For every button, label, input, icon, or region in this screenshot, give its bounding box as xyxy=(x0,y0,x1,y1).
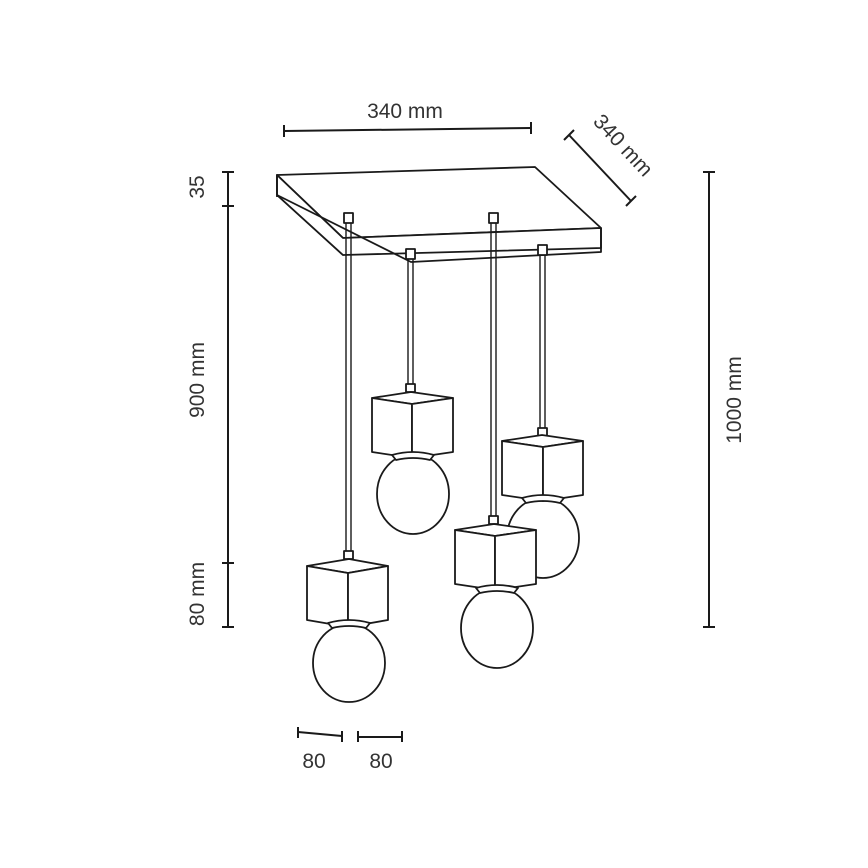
pendant-2 xyxy=(371,248,454,535)
shade-width-dimensions: 80 80 xyxy=(297,727,403,773)
cable-mount-icon xyxy=(537,244,548,256)
shade-width-b-label: 80 xyxy=(369,750,392,773)
canopy-height-label: 35 xyxy=(186,175,209,198)
socket-cap-icon xyxy=(343,550,354,560)
shade-right-face-icon xyxy=(347,565,389,628)
bulb-icon xyxy=(312,623,386,703)
cable-mount-icon xyxy=(405,248,416,260)
height-chain-dimension: 35 900 mm 80 mm xyxy=(186,171,234,628)
shade-left-face-icon xyxy=(306,565,349,628)
socket-cap-icon xyxy=(488,515,499,525)
bulb-neck-icon xyxy=(327,619,371,629)
total-height-dimension: 1000 mm xyxy=(703,171,746,628)
socket-cap-icon xyxy=(405,383,416,393)
bulb-neck-icon xyxy=(475,584,519,594)
width-label: 340 mm xyxy=(367,100,443,123)
drop-length-label: 900 mm xyxy=(186,342,209,418)
bulb-icon xyxy=(376,453,450,535)
shade-left-face-icon xyxy=(371,397,413,459)
pendant-3 xyxy=(454,212,537,669)
shade-right-face-icon xyxy=(411,397,454,459)
bulb-icon xyxy=(460,587,534,669)
cable-mount-icon xyxy=(343,212,354,224)
shade-right-face-icon xyxy=(494,529,537,591)
bulb-neck-icon xyxy=(521,494,565,504)
depth-label: 340 mm xyxy=(588,110,657,181)
bulb-neck-icon xyxy=(391,451,435,461)
depth-dimension: 340 mm xyxy=(563,110,657,207)
ceiling-canopy xyxy=(276,166,602,263)
pendant-1 xyxy=(306,212,389,703)
shade-left-face-icon xyxy=(501,440,544,502)
shade-width-a-label: 80 xyxy=(302,750,325,773)
width-dimension: 340 mm xyxy=(283,100,532,137)
cable-mount-icon xyxy=(488,212,499,224)
shade-right-face-icon xyxy=(542,440,584,502)
total-height-label: 1000 mm xyxy=(723,356,746,444)
shade-left-face-icon xyxy=(454,529,496,591)
shade-height-label: 80 mm xyxy=(186,562,209,626)
